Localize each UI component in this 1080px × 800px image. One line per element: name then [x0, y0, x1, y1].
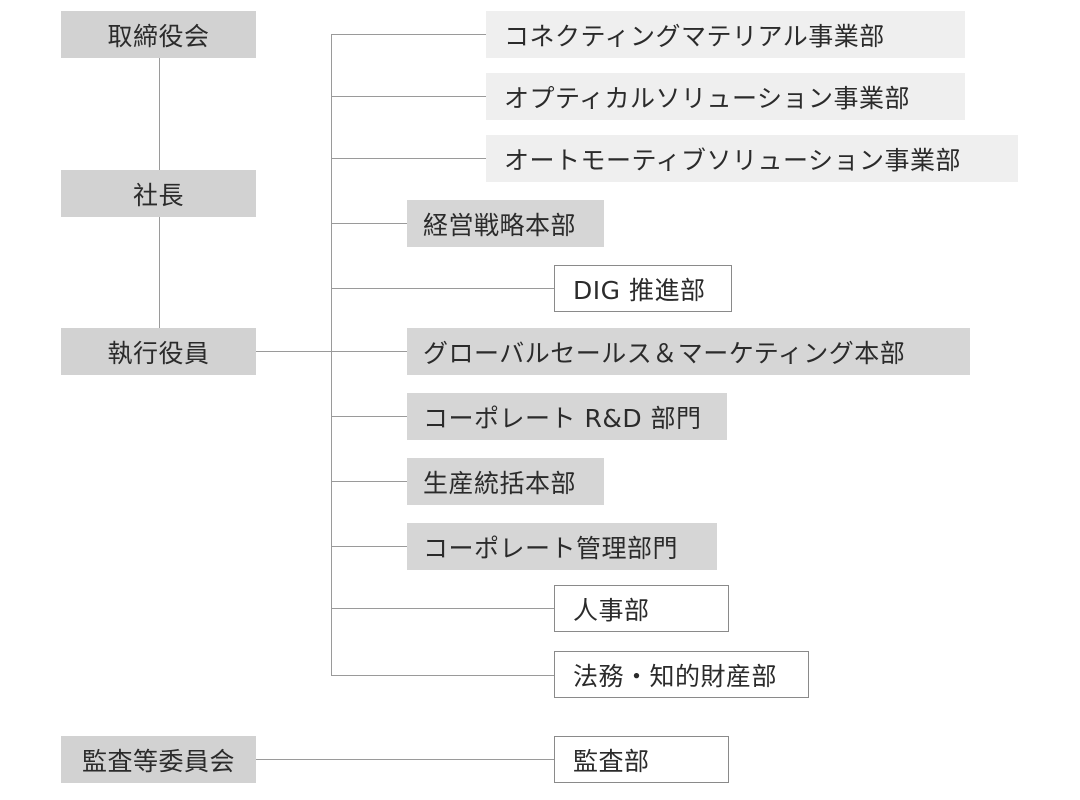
optical-solution-division-box: オプティカルソリューション事業部: [486, 73, 965, 120]
admin-division-box: コーポレート管理部門: [407, 523, 717, 570]
audit-committee-label: 監査等委員会: [81, 746, 235, 776]
strategy-hq-label: 経営戦略本部: [423, 210, 577, 240]
audit-connector: [256, 759, 554, 760]
audit-dept-label: 監査部: [573, 746, 650, 776]
branch-dig: [331, 288, 554, 289]
optical-solution-division-label: オプティカルソリューション事業部: [504, 83, 911, 113]
automotive-solution-division-label: オートモーティブソリューション事業部: [504, 145, 962, 175]
executive-trunk-connector: [256, 351, 331, 352]
connecting-material-division-box: コネクティングマテリアル事業部: [486, 11, 965, 58]
board-box: 取締役会: [61, 11, 256, 58]
audit-committee-box: 監査等委員会: [61, 736, 256, 783]
audit-dept-box: 監査部: [554, 736, 729, 783]
board-president-connector: [159, 57, 160, 170]
president-executive-connector: [159, 216, 160, 328]
rnd-division-label: コーポレート R&D 部門: [423, 403, 702, 433]
branch-rnd: [331, 416, 407, 417]
main-trunk-line: [331, 34, 332, 675]
executive-officers-label: 執行役員: [107, 338, 210, 368]
dig-dept-label: DIG 推進部: [573, 275, 706, 305]
branch-production: [331, 481, 407, 482]
board-label: 取締役会: [107, 21, 210, 51]
executive-officers-box: 執行役員: [61, 328, 256, 375]
branch-global-sales: [331, 351, 407, 352]
production-hq-box: 生産統括本部: [407, 458, 604, 505]
automotive-solution-division-box: オートモーティブソリューション事業部: [486, 135, 1018, 182]
legal-ip-dept-box: 法務・知的財産部: [554, 651, 809, 698]
branch-strategy-hq: [331, 223, 407, 224]
global-sales-hq-label: グローバルセールス＆マーケティング本部: [423, 338, 906, 368]
president-label: 社長: [132, 180, 184, 210]
branch-legal-ip: [331, 675, 554, 676]
branch-connecting-material: [331, 34, 486, 35]
admin-division-label: コーポレート管理部門: [423, 533, 679, 563]
hr-dept-box: 人事部: [554, 585, 729, 632]
legal-ip-dept-label: 法務・知的財産部: [573, 661, 778, 691]
hr-dept-label: 人事部: [573, 595, 650, 625]
connecting-material-division-label: コネクティングマテリアル事業部: [504, 21, 885, 51]
branch-optical-solution: [331, 96, 486, 97]
dig-dept-box: DIG 推進部: [554, 265, 732, 312]
branch-automotive-solution: [331, 158, 486, 159]
rnd-division-box: コーポレート R&D 部門: [407, 393, 727, 440]
global-sales-hq-box: グローバルセールス＆マーケティング本部: [407, 328, 970, 375]
branch-admin: [331, 546, 407, 547]
strategy-hq-box: 経営戦略本部: [407, 200, 604, 247]
president-box: 社長: [61, 170, 256, 217]
branch-hr: [331, 608, 554, 609]
production-hq-label: 生産統括本部: [423, 468, 577, 498]
